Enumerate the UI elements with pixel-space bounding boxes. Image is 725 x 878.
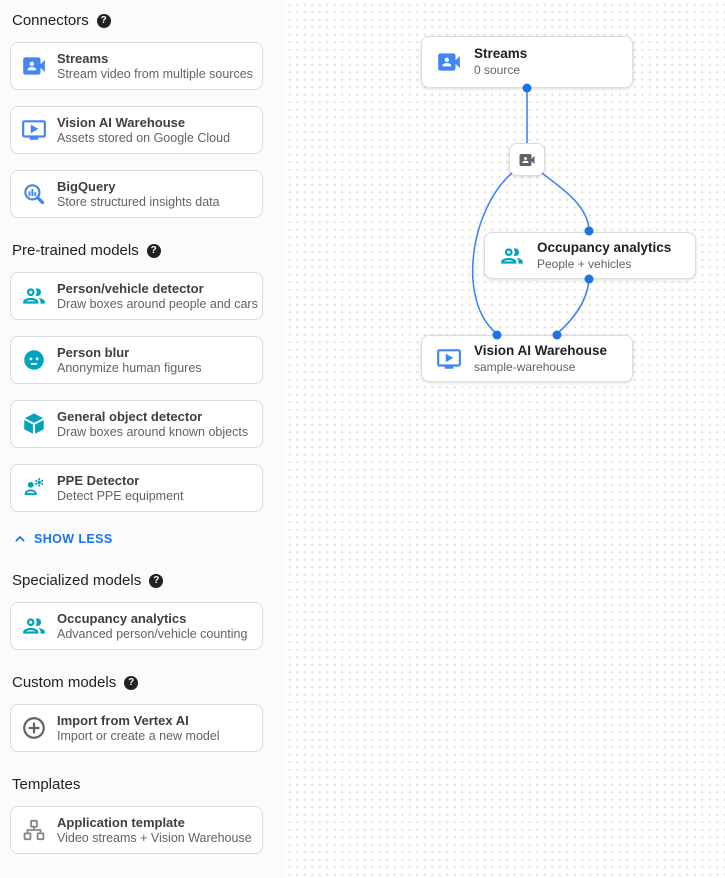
show-less-label: SHOW LESS bbox=[34, 532, 113, 546]
people-icon bbox=[21, 283, 47, 309]
sidebar-card-person-blur[interactable]: Person blur Anonymize human figures bbox=[10, 336, 263, 384]
card-subtitle: Detect PPE equipment bbox=[57, 488, 184, 503]
connection-dot-streams-out[interactable] bbox=[522, 83, 532, 93]
connection-dot-occupancy-out[interactable] bbox=[584, 274, 594, 284]
sidebar-card-person-vehicle-detector[interactable]: Person/vehicle detector Draw boxes aroun… bbox=[10, 272, 263, 320]
section-heading-custom-models: Custom models ? bbox=[12, 674, 263, 692]
bigquery-search-icon bbox=[21, 181, 47, 207]
node-subtitle: 0 source bbox=[474, 63, 521, 77]
edge-source-to-occupancy bbox=[541, 172, 590, 229]
card-subtitle: Advanced person/vehicle counting bbox=[57, 626, 248, 641]
node-title: Vision AI Warehouse bbox=[474, 342, 608, 358]
help-icon[interactable]: ? bbox=[146, 244, 161, 258]
sidebar-card-application-template[interactable]: Application template Video streams + Vis… bbox=[10, 806, 263, 854]
connections-layer bbox=[471, 83, 594, 340]
video-camera-icon bbox=[518, 151, 536, 169]
card-title: Application template bbox=[57, 814, 185, 830]
connection-dot-warehouse-in-right[interactable] bbox=[552, 330, 562, 340]
video-camera-icon bbox=[21, 53, 47, 79]
card-title: Streams bbox=[57, 50, 109, 66]
section-title: Custom models bbox=[12, 674, 117, 691]
section-heading-connectors: Connectors ? bbox=[12, 12, 263, 30]
card-subtitle: Store structured insights data bbox=[57, 194, 220, 209]
sidebar-card-streams[interactable]: Streams Stream video from multiple sourc… bbox=[10, 42, 263, 90]
node-subtitle: People + vehicles bbox=[537, 256, 632, 271]
card-subtitle: Draw boxes around known objects bbox=[57, 424, 249, 439]
card-subtitle: Import or create a new model bbox=[57, 728, 220, 743]
connection-dot-occupancy-in[interactable] bbox=[584, 226, 594, 236]
card-title: PPE Detector bbox=[57, 472, 140, 488]
node-title: Occupancy analytics bbox=[537, 239, 672, 255]
section-title: Templates bbox=[12, 776, 81, 793]
help-icon[interactable]: ? bbox=[149, 574, 164, 588]
edge-occupancy-to-warehouse bbox=[558, 280, 590, 333]
canvas-node-stream-source[interactable] bbox=[509, 143, 545, 176]
canvas-node-streams[interactable]: Streams 0 source bbox=[421, 36, 633, 88]
show-less-link[interactable]: SHOW LESS bbox=[12, 530, 263, 548]
ppe-icon bbox=[21, 475, 47, 501]
card-subtitle: Assets stored on Google Cloud bbox=[57, 130, 231, 145]
card-subtitle: Video streams + Vision Warehouse bbox=[57, 830, 252, 845]
chevron-up-icon bbox=[12, 531, 28, 547]
section-heading-pre-trained-models: Pre-trained models ? bbox=[12, 242, 263, 260]
node-subtitle: sample-warehouse bbox=[474, 359, 576, 374]
sidebar-card-ppe-detector[interactable]: PPE Detector Detect PPE equipment bbox=[10, 464, 263, 512]
card-title: Vision AI Warehouse bbox=[57, 114, 186, 130]
app-graph-canvas[interactable]: Streams 0 source Occupancy analytics Peo… bbox=[285, 0, 725, 878]
face-icon bbox=[21, 347, 47, 373]
sidebar-card-bigquery[interactable]: BigQuery Store structured insights data bbox=[10, 170, 263, 218]
app-template-icon bbox=[21, 817, 47, 843]
warehouse-play-icon bbox=[436, 346, 462, 372]
card-title: Person/vehicle detector bbox=[57, 280, 204, 296]
people-icon bbox=[21, 613, 47, 639]
card-title: BigQuery bbox=[57, 178, 116, 194]
card-title: Person blur bbox=[57, 344, 130, 360]
sidebar-card-occupancy-analytics[interactable]: Occupancy analytics Advanced person/vehi… bbox=[10, 602, 263, 650]
sidebar-card-general-object-detector[interactable]: General object detector Draw boxes aroun… bbox=[10, 400, 263, 448]
video-camera-icon bbox=[436, 49, 462, 75]
warehouse-play-icon bbox=[21, 117, 47, 143]
help-icon[interactable]: ? bbox=[96, 14, 111, 28]
card-title: Import from Vertex AI bbox=[57, 712, 189, 728]
people-icon bbox=[499, 243, 525, 269]
help-icon[interactable]: ? bbox=[124, 676, 139, 690]
card-title: General object detector bbox=[57, 408, 203, 424]
canvas-node-vision-ai-warehouse[interactable]: Vision AI Warehouse sample-warehouse bbox=[421, 335, 633, 382]
section-heading-templates: Templates bbox=[12, 776, 263, 794]
sidebar-card-import-from-vertex-ai[interactable]: Import from Vertex AI Import or create a… bbox=[10, 704, 263, 752]
cube-icon bbox=[21, 411, 47, 437]
add-circle-icon bbox=[21, 715, 47, 741]
component-palette-sidebar: Connectors ? Streams Stream video from m… bbox=[0, 0, 285, 878]
section-title: Specialized models bbox=[12, 572, 142, 589]
sidebar-card-vision-ai-warehouse[interactable]: Vision AI Warehouse Assets stored on Goo… bbox=[10, 106, 263, 154]
section-title: Pre-trained models bbox=[12, 242, 139, 259]
section-heading-specialized-models: Specialized models ? bbox=[12, 572, 263, 590]
card-title: Occupancy analytics bbox=[57, 610, 187, 626]
node-title: Streams bbox=[474, 46, 528, 61]
section-title: Connectors bbox=[12, 12, 89, 29]
card-subtitle: Draw boxes around people and cars bbox=[57, 296, 258, 311]
card-subtitle: Anonymize human figures bbox=[57, 360, 202, 375]
canvas-node-occupancy-analytics[interactable]: Occupancy analytics People + vehicles bbox=[484, 232, 696, 279]
connection-dot-warehouse-in-left[interactable] bbox=[492, 330, 502, 340]
card-subtitle: Stream video from multiple sources bbox=[57, 66, 253, 81]
